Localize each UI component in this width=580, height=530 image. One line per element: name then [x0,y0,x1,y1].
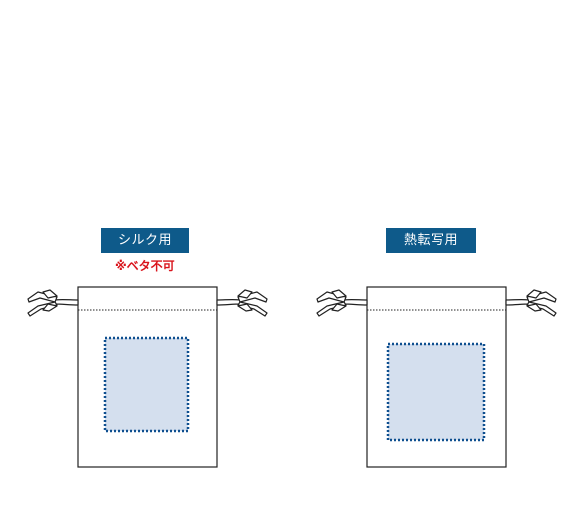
silk-panel: シルク用 ※ベタ不可 [27,228,268,468]
silk-right-cord [216,289,268,317]
heat-transfer-right-cord [505,289,557,317]
silk-left-cord [27,289,79,317]
silk-bag-illustration [27,286,268,468]
silk-print-area [103,336,190,433]
heat-transfer-bag-illustration [316,286,557,468]
silk-label-badge: シルク用 [101,228,189,253]
heat-transfer-label-badge: 熱転写用 [386,228,476,253]
heat-transfer-left-cord [316,289,368,317]
heat-transfer-panel: 熱転写用 [290,0,580,530]
silk-note: ※ベタ不可 [115,259,175,273]
heat-transfer-print-area [386,342,486,442]
